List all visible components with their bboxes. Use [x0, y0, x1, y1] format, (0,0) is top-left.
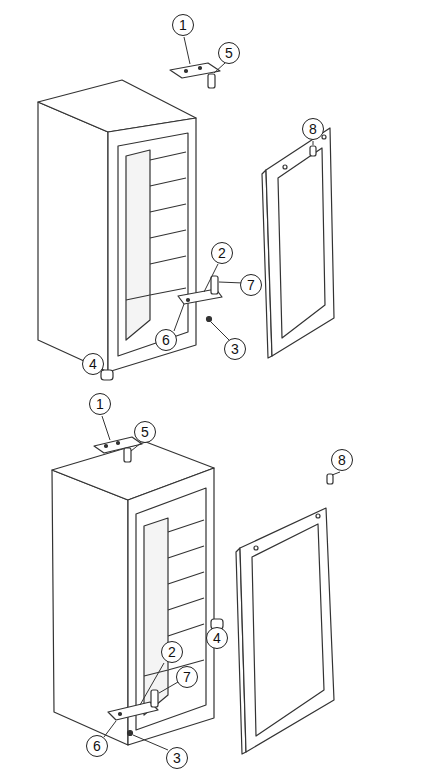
- callout-number: 1: [89, 393, 111, 415]
- leader-lines: [99, 37, 340, 750]
- shelves: [126, 152, 186, 300]
- callout-number: 8: [302, 118, 324, 140]
- door-pin: [310, 146, 316, 156]
- cabinet-liner: [144, 518, 168, 715]
- callout-number: 5: [218, 42, 240, 64]
- door-panel: [252, 524, 324, 736]
- door-panel: [278, 148, 325, 338]
- door-pin: [327, 474, 333, 484]
- cabinet-front: [128, 468, 214, 745]
- callout-number: 7: [176, 666, 198, 688]
- cabinet-side: [38, 102, 108, 372]
- hinge-pin: [211, 276, 218, 294]
- callout-number: 3: [166, 747, 188, 769]
- hinge-pin: [151, 690, 158, 707]
- callout-number: 8: [331, 449, 353, 471]
- callout-number: 2: [211, 242, 233, 264]
- door: [240, 508, 334, 752]
- callout-number: 5: [134, 421, 156, 443]
- cabinet-opening: [136, 488, 206, 730]
- callout-number: 7: [240, 274, 262, 296]
- callout-number: 6: [86, 735, 108, 757]
- door: [266, 128, 334, 356]
- cabinet-liner: [126, 150, 150, 340]
- callout-number: 3: [224, 338, 246, 360]
- hinge-pin: [124, 448, 131, 462]
- shelves: [144, 520, 204, 676]
- callout-number: 1: [172, 14, 194, 36]
- cabinet-side: [52, 470, 128, 745]
- callout-number: 4: [82, 353, 104, 375]
- top-hinge: [94, 437, 142, 453]
- cabinet-opening: [118, 133, 188, 356]
- callout-number: 2: [161, 641, 183, 663]
- leveling-foot: [101, 370, 113, 380]
- hinge-pin: [208, 74, 215, 88]
- callout-number: 4: [206, 627, 228, 649]
- cabinet-front: [108, 118, 196, 372]
- callout-number: 6: [155, 329, 177, 351]
